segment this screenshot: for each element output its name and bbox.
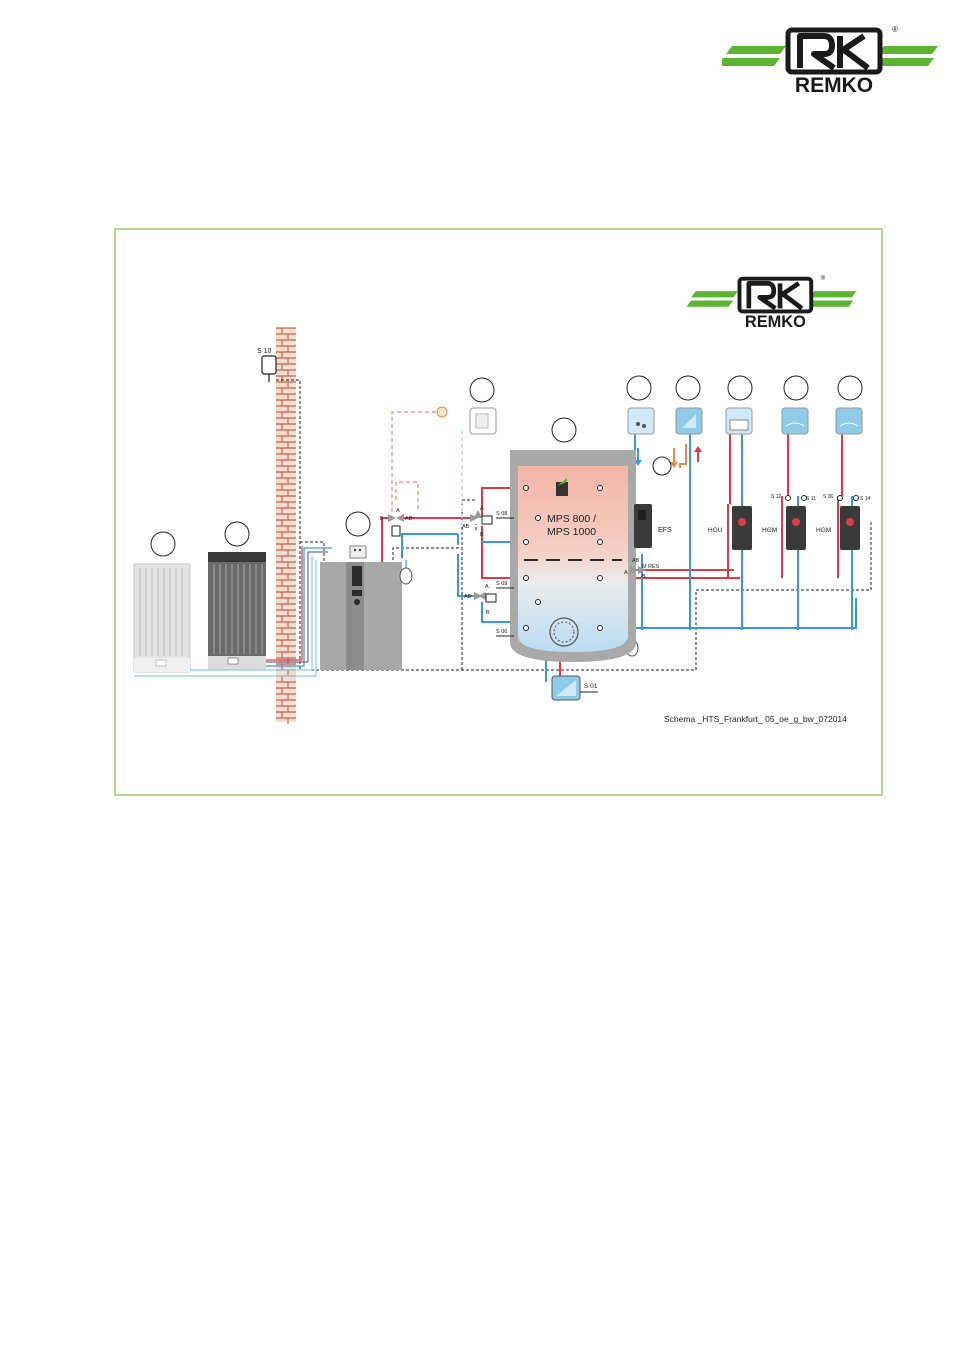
heating-module-hgm-1: HGM bbox=[762, 506, 806, 550]
solar-collector: S 01 bbox=[551, 675, 598, 701]
tank-sensors: S 08 S 09 S 06 bbox=[496, 511, 514, 637]
scheme-caption: Schema _HTS_Frankfurt_ 05_oe_g_bw_072014 bbox=[664, 714, 847, 724]
consumer-icon-cold-water bbox=[627, 407, 655, 435]
valve2-port-a: A bbox=[480, 506, 484, 512]
tank-ports bbox=[523, 485, 603, 631]
heating-module-hgu: HGU bbox=[708, 506, 752, 550]
three-way-valve-3: A AB B bbox=[464, 584, 497, 616]
controller-box bbox=[349, 545, 367, 559]
heating-module-hgm-2: HGM bbox=[816, 506, 860, 550]
module-label-hgu: HGU bbox=[708, 527, 723, 534]
sensor-label-outdoor: S 10 bbox=[257, 348, 272, 355]
sensor-label-circuit-4: S 14 bbox=[860, 496, 871, 502]
logo-green-stripe-left bbox=[726, 46, 786, 54]
logo-green-stripe-right bbox=[878, 46, 938, 54]
logo-green-stripe-left-2 bbox=[722, 58, 780, 66]
valve-dhw-port-res: RES bbox=[648, 564, 660, 570]
module-label-efs: EFS bbox=[658, 527, 672, 534]
three-way-valve-dhw: AB A M RES B bbox=[624, 558, 660, 580]
supply-pipes-hot-dashed bbox=[391, 411, 446, 512]
outdoor-sensor: S 10 bbox=[257, 348, 277, 382]
valve3-port-b: B bbox=[486, 610, 490, 616]
sensor-label-circuit-2: S 11 bbox=[806, 496, 816, 502]
circuit-sensors: S 12 S 11 S 36 S 14 bbox=[771, 494, 871, 502]
circulation-pump bbox=[436, 406, 448, 418]
logo-wordmark: REMKO bbox=[795, 74, 873, 96]
valve3-port-ab: AB bbox=[464, 594, 472, 600]
hydraulic-scheme-frame: REMKO ® S 10 bbox=[114, 228, 883, 796]
valve3-port-a: A bbox=[485, 584, 489, 590]
heat-pump-outdoor-unit-light bbox=[133, 563, 191, 673]
dhw-arrows bbox=[634, 444, 702, 468]
valve-dhw-port-a: A bbox=[624, 570, 628, 576]
module-label-hgm-1: HGM bbox=[762, 527, 777, 534]
consumer-icon-floor-heating-1 bbox=[781, 407, 809, 435]
three-way-valve-2: A AB B bbox=[462, 506, 493, 538]
scheme-logo-wordmark: REMKO bbox=[745, 313, 806, 331]
module-label-hgm-2: HGM bbox=[816, 527, 831, 534]
brick-wall bbox=[276, 327, 296, 724]
sensor-label-tank-mid: S 09 bbox=[496, 581, 507, 587]
valve-dhw-port-b: B bbox=[642, 574, 646, 580]
logo-registered-mark: ® bbox=[892, 25, 898, 34]
valve1-port-ab: AB bbox=[405, 516, 413, 522]
remko-logo-page-header: REMKO ® bbox=[722, 25, 938, 96]
consumer-icon-radiator bbox=[725, 407, 753, 435]
refrigerant-lines bbox=[134, 546, 332, 677]
sensor-label-solar: S 01 bbox=[584, 683, 598, 690]
valve-dhw-port-ab: AB bbox=[632, 558, 640, 564]
storage-tank: MPS 800 / MPS 1000 bbox=[510, 450, 636, 662]
three-way-valve-1: B A AB bbox=[380, 508, 413, 537]
logo-rk-mark bbox=[797, 33, 870, 71]
tank-label-line1: MPS 800 / bbox=[547, 513, 596, 525]
sensor-label-tank-bottom: S 06 bbox=[496, 629, 507, 635]
expansion-vessel-heating bbox=[399, 560, 413, 585]
valve1-port-b: B bbox=[380, 516, 384, 522]
heat-pump-outdoor-unit-dark bbox=[208, 552, 266, 670]
sensor-label-tank-top: S 08 bbox=[496, 511, 507, 517]
valve2-port-ab: AB bbox=[462, 524, 470, 530]
valve1-port-a: A bbox=[396, 508, 400, 514]
valve2-port-b: B bbox=[480, 532, 484, 538]
remko-logo-scheme: REMKO ® bbox=[686, 275, 857, 331]
valve-dhw-port-m: M bbox=[642, 564, 647, 570]
scheme-logo-registered: ® bbox=[821, 275, 826, 282]
consumer-icon-shower bbox=[675, 407, 703, 435]
heat-pump-indoor-unit bbox=[320, 562, 402, 670]
fresh-water-station: EFS bbox=[634, 504, 672, 548]
consumer-icon-indoor-unit bbox=[469, 407, 497, 435]
sensor-label-circuit-3: S 36 bbox=[823, 494, 834, 500]
logo-green-stripe-right-2 bbox=[872, 58, 934, 66]
item-callouts bbox=[150, 375, 863, 557]
hydraulic-scheme-diagram: REMKO ® S 10 bbox=[133, 275, 872, 724]
consumer-icon-floor-heating-2 bbox=[835, 407, 863, 435]
sensor-label-circuit-1: S 12 bbox=[771, 494, 782, 500]
tank-label-line2: MPS 1000 bbox=[547, 526, 596, 538]
